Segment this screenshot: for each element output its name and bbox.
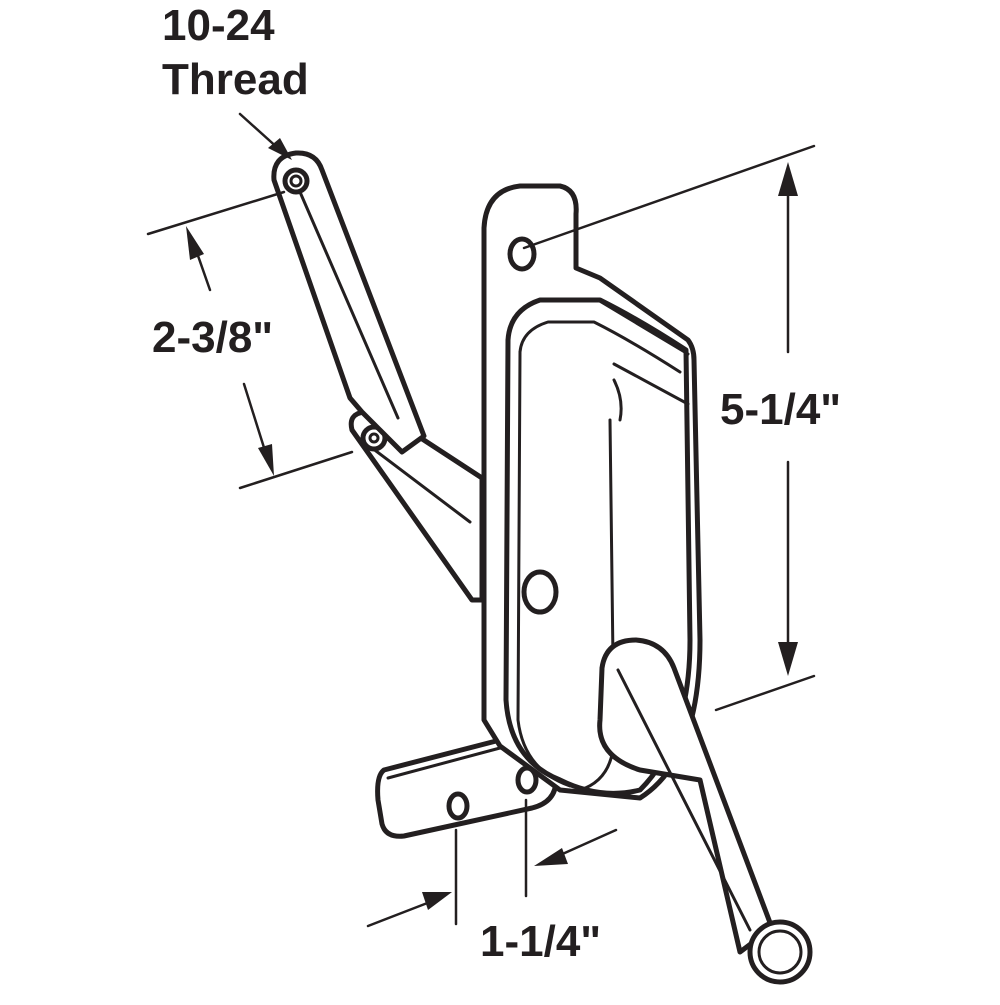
long-arm: [271, 150, 427, 455]
top-mount-hole-icon: [507, 236, 537, 272]
center-hole-icon: [521, 569, 559, 615]
thread-type-label: Thread: [162, 55, 309, 104]
arm-spacing-dimension: [146, 190, 354, 490]
crank-handle: [597, 637, 813, 985]
foot-spacing-dimension: [366, 798, 618, 928]
thread-hole-icon: [282, 167, 310, 195]
arm-spacing-label: 2-3/8": [152, 313, 273, 362]
foot-spacing-label: 1-1/4": [480, 917, 601, 966]
foot-hole-left-icon: [446, 791, 470, 821]
thread-size-label: 10-24: [162, 1, 275, 50]
height-label: 5-1/4": [720, 385, 841, 434]
thread-callout: [238, 112, 292, 160]
height-dimension: [522, 144, 816, 712]
